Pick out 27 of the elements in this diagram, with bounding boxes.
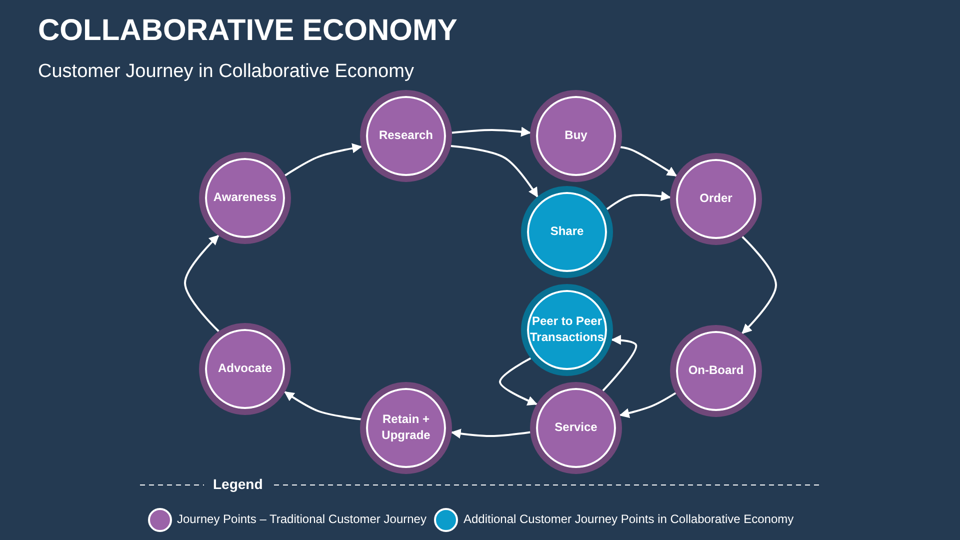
node-label: Service — [554, 420, 598, 436]
node-label: On-Board — [687, 363, 745, 379]
arrow — [619, 392, 676, 418]
node-label: Buy — [564, 128, 588, 144]
arrow — [450, 144, 538, 198]
arrow — [602, 334, 637, 392]
node-label: Retain + Upgrade — [380, 412, 432, 444]
arrow — [450, 428, 530, 439]
arrow — [742, 236, 777, 334]
node-label: Awareness — [212, 190, 278, 206]
node-label: Research — [378, 128, 434, 144]
legend-text: Journey Points – Traditional Customer Journey — [177, 512, 426, 526]
legend-text: Additional Customer Journey Points in Collaborative Economy — [463, 512, 794, 526]
node-label: Share — [549, 224, 585, 240]
arrow — [284, 391, 361, 420]
legend-heading: Legend — [213, 476, 263, 492]
arrow — [184, 234, 220, 332]
arrow — [284, 143, 362, 176]
node-label: Order — [698, 191, 734, 207]
subtitle: Customer Journey in Collaborative Economy — [38, 61, 414, 83]
title: COLLABORATIVE ECONOMY — [38, 14, 458, 48]
arrow — [452, 126, 532, 137]
node-label: Peer to Peer Transactions — [530, 314, 604, 346]
node-label: Advocate — [216, 361, 274, 377]
arrow — [499, 357, 538, 406]
arrow — [620, 146, 678, 177]
arrow — [606, 191, 672, 210]
